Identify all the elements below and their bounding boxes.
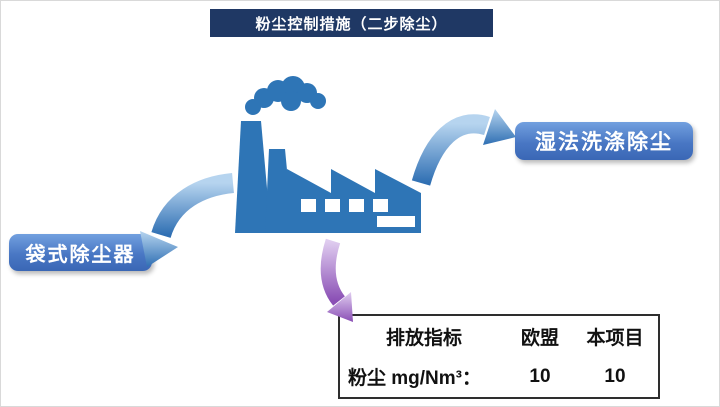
table-header-project: 本项目 [586,327,644,349]
curved-arrow-down-icon [320,238,353,322]
node-wet-scrubber-label: 湿法洗涤除尘 [535,131,673,154]
curved-arrow-up-right-icon [411,109,516,186]
curved-arrow-down-left-icon [140,173,235,267]
table-row-dust-label: 粉尘 mg/Nm³： [348,368,482,390]
page-title: 粉尘控制措施（二步除尘） [255,16,448,33]
table-value-project: 10 [604,365,626,387]
table-value-eu: 10 [529,365,551,387]
smoke-cloud-icon [245,76,326,115]
node-wet-scrubber: 湿法洗涤除尘 [515,122,693,160]
node-bag-filter: 袋式除尘器 [9,234,152,271]
factory-windows [301,199,415,227]
factory-icon [235,121,421,233]
node-bag-filter-label: 袋式除尘器 [25,244,136,266]
title-bar: 粉尘控制措施（二步除尘） [210,9,493,37]
table-header-eu: 欧盟 [520,327,559,349]
table-header-indicator: 排放指标 [385,327,462,349]
emission-table: 排放指标 欧盟 本项目 粉尘 mg/Nm³： 10 10 [338,314,660,399]
